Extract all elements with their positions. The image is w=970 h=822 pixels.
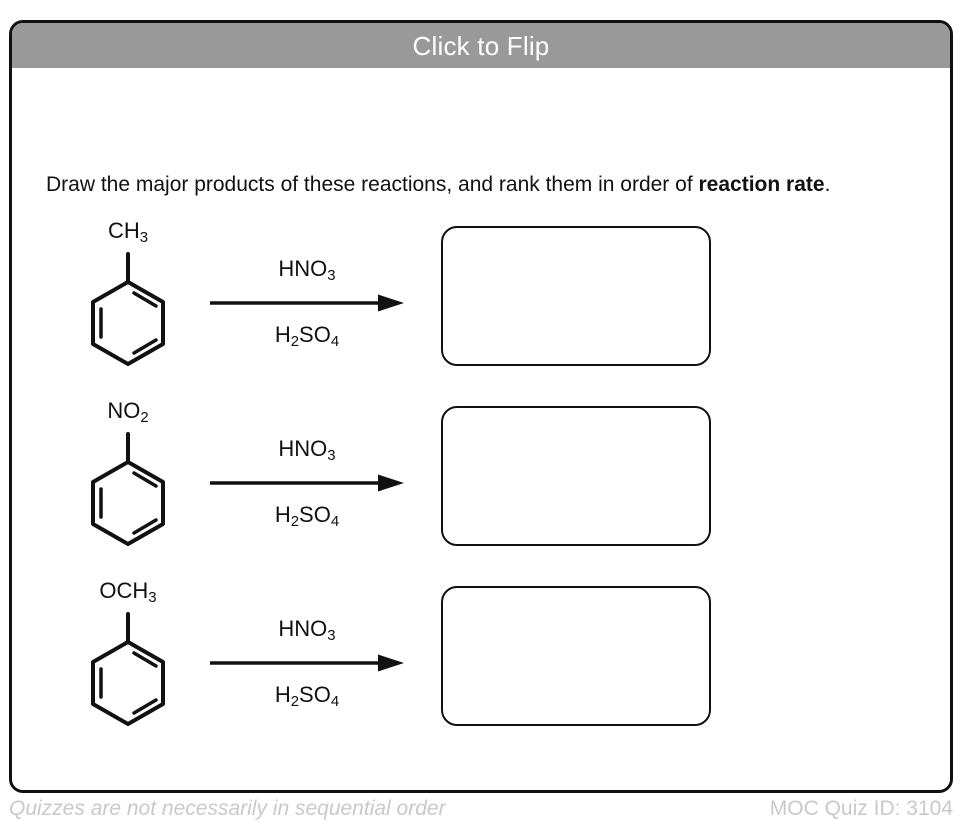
substituent-label-sub: 3 [148,588,157,606]
reagent-bottom-sub1: 2 [290,692,300,710]
substituent-label-sub: 2 [140,408,149,426]
substrate-structure-anisole: OCH3 [48,576,208,751]
substituent-label-main: OCH [99,578,149,603]
substituent-label: OCH3 [48,578,208,606]
reagent-bottom-pre: H [274,502,291,527]
substrate-structure-toluene: CH3 [48,216,208,391]
reagent-above-arrow: HNO3 [202,616,412,643]
answer-box[interactable] [441,226,711,366]
reaction-arrow-icon [210,293,405,313]
reagent-below-arrow: H2SO4 [202,682,412,709]
reagent-top-sub: 3 [327,266,336,284]
substituent-label-main: NO [107,398,141,423]
substituent-label-sub: 3 [139,228,149,246]
reagent-bottom-pre: H [274,322,291,347]
reagent-top-sub: 3 [327,446,336,464]
reagent-below-arrow: H2SO4 [202,502,412,529]
reaction-row: CH3 HNO3 [12,216,950,396]
reagent-conditions: HNO3 H2SO4 [202,596,412,726]
reaction-row: NO2 HNO3 [12,396,950,576]
substituent-label: NO2 [48,398,208,426]
reagent-bottom-sub2: 4 [330,332,340,350]
prompt-tail: . [824,173,831,196]
benzene-ring-icon [48,426,208,571]
reagent-conditions: HNO3 H2SO4 [202,416,412,546]
reagent-bottom-mid: SO [299,502,331,527]
question-prompt: Draw the major products of these reactio… [46,172,926,197]
reagent-top-main: HNO [278,256,328,281]
reaction-row: OCH3 HNO3 [12,576,950,756]
reagent-bottom-sub1: 2 [290,512,300,530]
reagent-below-arrow: H2SO4 [202,322,412,349]
reagent-bottom-sub2: 4 [330,692,340,710]
quiz-id-label: MOC Quiz ID: 3104 [769,796,953,820]
flip-label: Click to Flip [412,30,550,61]
quiz-card[interactable]: Click to Flip Draw the major products of… [9,20,953,793]
reagent-top-sub: 3 [327,626,336,644]
card-body: Draw the major products of these reactio… [12,68,950,790]
reagent-top-main: HNO [278,616,328,641]
benzene-ring-icon [48,606,208,751]
reagent-bottom-mid: SO [299,682,331,707]
substituent-label: CH3 [48,218,208,246]
reagent-above-arrow: HNO3 [202,436,412,463]
substituent-label-main: CH [107,218,140,243]
substrate-structure-nitrobenzene: NO2 [48,396,208,571]
reagent-bottom-pre: H [274,682,291,707]
reagent-top-main: HNO [278,436,328,461]
reagent-bottom-sub2: 4 [330,512,340,530]
benzene-ring-icon [48,246,208,391]
prompt-emphasis: reaction rate [698,173,825,196]
reaction-arrow-icon [210,653,405,673]
prompt-lead: Draw the major products of these reactio… [46,173,699,196]
answer-box[interactable] [441,586,711,726]
reagent-above-arrow: HNO3 [202,256,412,283]
reagent-conditions: HNO3 H2SO4 [202,236,412,366]
footer: Quizzes are not necessarily in sequentia… [9,795,953,822]
reaction-arrow-icon [210,473,405,493]
card-header[interactable]: Click to Flip [12,23,950,68]
answer-box[interactable] [441,406,711,546]
reagent-bottom-mid: SO [299,322,331,347]
footer-note: Quizzes are not necessarily in sequentia… [9,796,446,820]
reagent-bottom-sub1: 2 [290,332,300,350]
